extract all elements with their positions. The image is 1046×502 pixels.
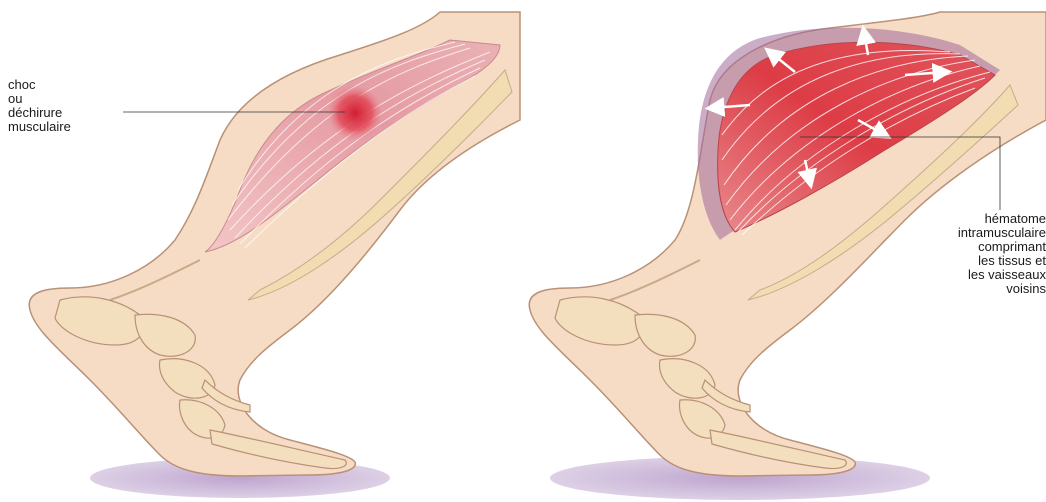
right-label-line-5: les vaisseaux: [958, 268, 1046, 282]
left-injury-spot: [327, 85, 383, 141]
left-label-line-1: choc: [8, 78, 71, 92]
right-label-line-2: intramusculaire: [958, 226, 1046, 240]
left-injury-label: choc ou déchirure musculaire: [8, 78, 71, 134]
right-label-line-1: hématome: [958, 212, 1046, 226]
left-label-line-4: musculaire: [8, 120, 71, 134]
right-label-line-3: comprimant: [958, 240, 1046, 254]
right-label-line-6: voisins: [958, 282, 1046, 296]
left-leg: [29, 12, 520, 498]
right-hematoma-label: hématome intramusculaire comprimant les …: [958, 212, 1046, 296]
left-label-line-2: ou: [8, 92, 71, 106]
left-label-line-3: déchirure: [8, 106, 71, 120]
right-label-line-4: les tissus et: [958, 254, 1046, 268]
